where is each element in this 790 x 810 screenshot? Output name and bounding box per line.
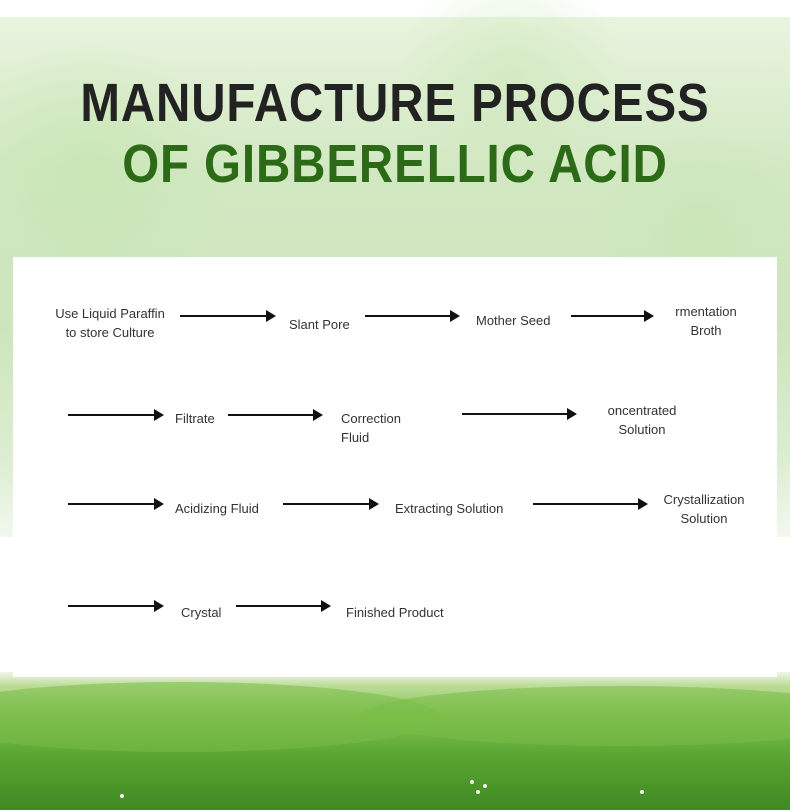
node-paraffin: Use Liquid Paraffin to store Culture xyxy=(48,304,172,342)
arrow-head xyxy=(567,408,577,420)
arrow-shaft xyxy=(180,315,268,317)
arrow-head xyxy=(321,600,331,612)
arrow-to-crystal xyxy=(68,600,164,612)
arrow-shaft xyxy=(236,605,323,607)
flower-dot xyxy=(483,784,487,788)
flower-dot xyxy=(640,790,644,794)
node-mother: Mother Seed xyxy=(476,311,550,330)
node-crystallization: Crystallization Solution xyxy=(655,490,753,528)
arrow-shaft xyxy=(571,315,646,317)
page-title-line2: OF GIBBERELLIC ACID xyxy=(47,133,742,195)
node-acidizing-line1: Acidizing Fluid xyxy=(175,499,259,518)
arrow-shaft xyxy=(462,413,569,415)
arrow-shaft xyxy=(68,414,156,416)
node-crystal: Crystal xyxy=(181,603,221,622)
node-crystal-line1: Crystal xyxy=(181,603,221,622)
arrow-head xyxy=(644,310,654,322)
flower-dot xyxy=(470,780,474,784)
node-mother-line1: Mother Seed xyxy=(476,311,550,330)
page-title-line1: MANUFACTURE PROCESS xyxy=(47,72,742,134)
node-finished: Finished Product xyxy=(346,603,444,622)
grass-hill-right xyxy=(360,686,790,746)
node-correction-line2: Fluid xyxy=(341,428,401,447)
node-fermentation-line1: rmentation xyxy=(660,302,752,321)
flower-dot xyxy=(120,794,124,798)
arrow-shaft xyxy=(68,503,156,505)
arrow-shaft xyxy=(228,414,315,416)
arrow-mother-to-fermentation xyxy=(571,310,654,322)
node-acidizing: Acidizing Fluid xyxy=(175,499,259,518)
node-concentrated: oncentrated Solution xyxy=(596,401,688,439)
arrow-head xyxy=(154,498,164,510)
arrow-shaft xyxy=(68,605,156,607)
node-extracting-line1: Extracting Solution xyxy=(395,499,503,518)
node-filtrate: Filtrate xyxy=(175,409,215,428)
node-extracting: Extracting Solution xyxy=(395,499,503,518)
node-crystallization-line1: Crystallization xyxy=(655,490,753,509)
arrow-head xyxy=(266,310,276,322)
node-fermentation-line2: Broth xyxy=(660,321,752,340)
arrow-slant-to-mother xyxy=(365,310,460,322)
arrow-filtrate-to-correction xyxy=(228,409,323,421)
node-paraffin-line2: to store Culture xyxy=(48,323,172,342)
arrow-to-filtrate xyxy=(68,409,164,421)
arrow-crystal-to-finished xyxy=(236,600,331,612)
arrow-head xyxy=(369,498,379,510)
arrow-to-acidizing xyxy=(68,498,164,510)
arrow-head xyxy=(638,498,648,510)
arrow-extracting-to-crystallization xyxy=(533,498,648,510)
arrow-shaft xyxy=(365,315,452,317)
node-paraffin-line1: Use Liquid Paraffin xyxy=(48,304,172,323)
node-concentrated-line2: Solution xyxy=(596,420,688,439)
node-crystallization-line2: Solution xyxy=(655,509,753,528)
arrow-correction-to-concentrated xyxy=(462,408,577,420)
node-fermentation: rmentation Broth xyxy=(660,302,752,340)
arrow-acidizing-to-extracting xyxy=(283,498,379,510)
node-slant-line1: Slant Pore xyxy=(289,315,350,334)
node-correction: Correction Fluid xyxy=(341,409,401,447)
node-slant: Slant Pore xyxy=(289,315,350,334)
arrow-head xyxy=(154,409,164,421)
node-filtrate-line1: Filtrate xyxy=(175,409,215,428)
node-concentrated-line1: oncentrated xyxy=(596,401,688,420)
node-correction-line1: Correction xyxy=(341,409,401,428)
arrow-paraffin-to-slant xyxy=(180,310,276,322)
node-finished-line1: Finished Product xyxy=(346,603,444,622)
flower-dot xyxy=(476,790,480,794)
grass-field xyxy=(0,672,790,810)
arrow-head xyxy=(313,409,323,421)
arrow-shaft xyxy=(533,503,640,505)
arrow-shaft xyxy=(283,503,371,505)
arrow-head xyxy=(450,310,460,322)
arrow-head xyxy=(154,600,164,612)
